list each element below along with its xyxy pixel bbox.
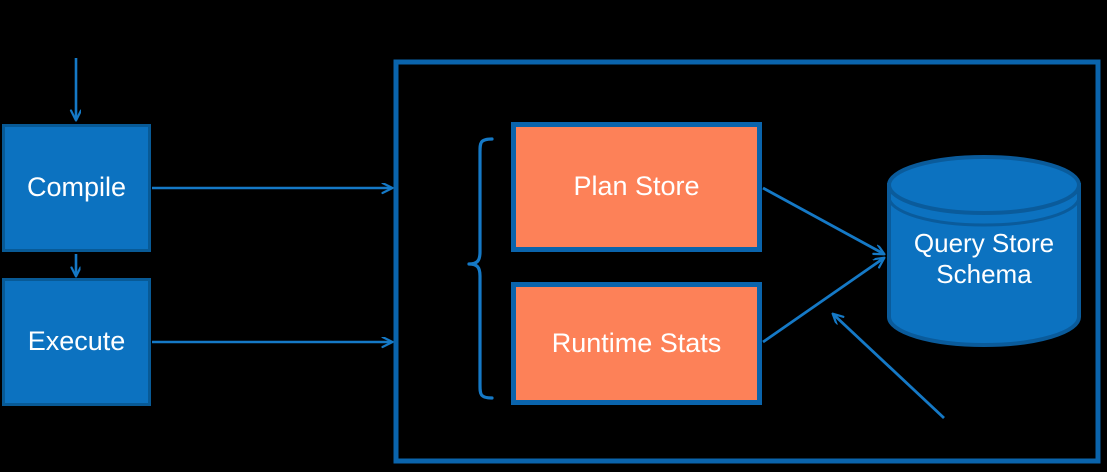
compile-label: Compile bbox=[26, 172, 127, 203]
group-brace bbox=[467, 137, 494, 400]
query-store-schema-label: Query Store Schema bbox=[913, 228, 1055, 290]
execute-label: Execute bbox=[27, 326, 126, 357]
arrow-plan-store-to-schema bbox=[762, 186, 884, 254]
runtime-stats-node[interactable]: Runtime Stats bbox=[511, 282, 762, 405]
plan-store-label: Plan Store bbox=[573, 171, 700, 202]
compile-node[interactable]: Compile bbox=[2, 124, 151, 252]
plan-store-node[interactable]: Plan Store bbox=[511, 122, 762, 252]
runtime-stats-label: Runtime Stats bbox=[551, 327, 722, 358]
execute-node[interactable]: Execute bbox=[2, 278, 151, 406]
arrow-runtime-stats-to-schema bbox=[762, 258, 884, 344]
arrow-external-to-schema bbox=[833, 314, 945, 420]
